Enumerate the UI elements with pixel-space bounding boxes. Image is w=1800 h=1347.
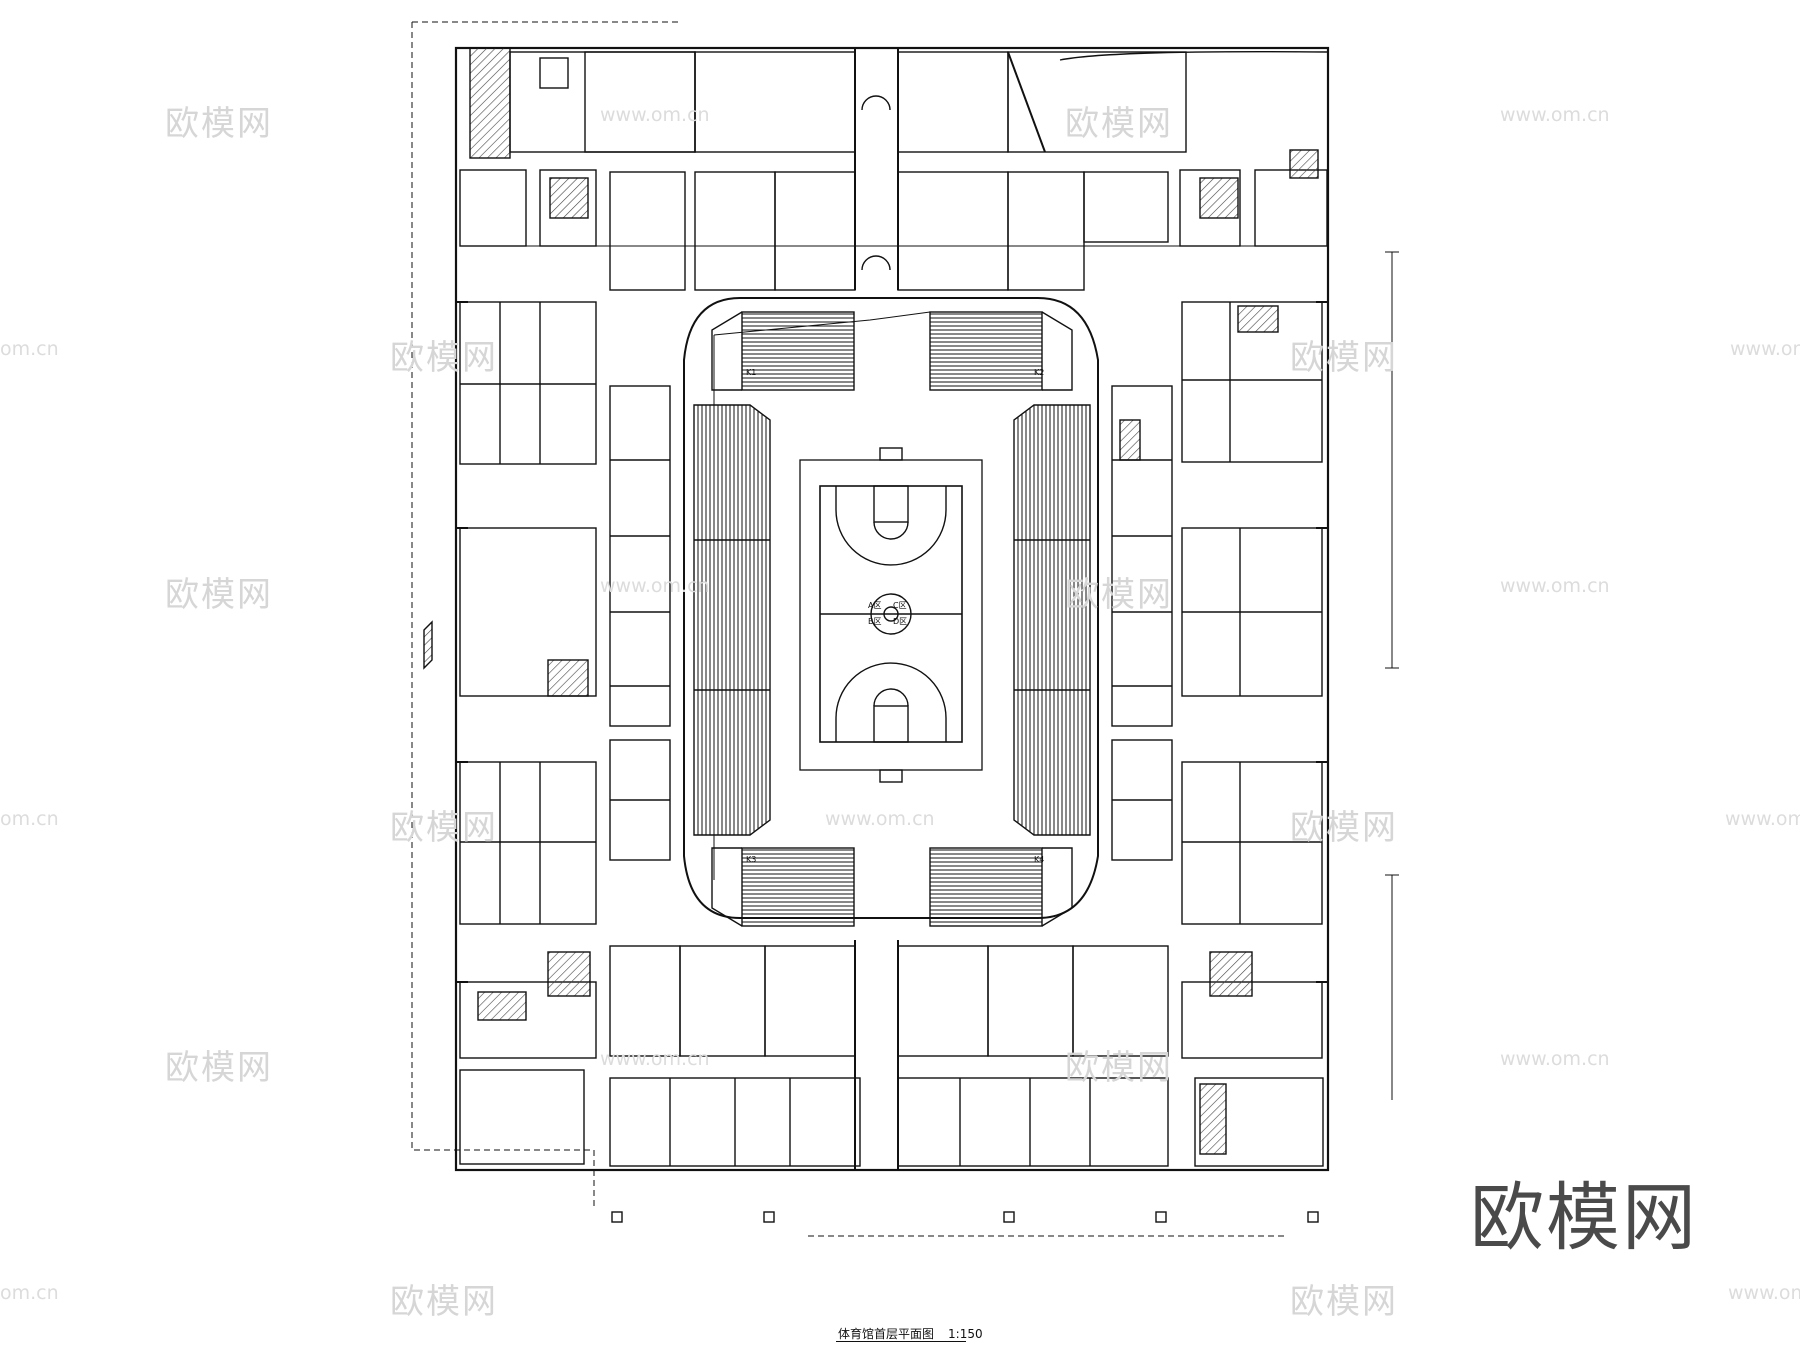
block-label-k2: K2	[1034, 368, 1044, 377]
watermark-brand: 欧模网	[1065, 1048, 1173, 1088]
watermark-brand: 欧模网	[165, 104, 273, 144]
caption-underline	[836, 1341, 966, 1342]
watermark-url: www.om.cn	[1500, 575, 1610, 597]
court-label-a: A区	[868, 601, 881, 610]
watermark-url: om.cn	[0, 1282, 59, 1304]
drawing-title: 体育馆首层平面图	[838, 1327, 935, 1341]
watermark-url: www.om.cn	[1725, 808, 1800, 830]
watermark-url: om.cn	[0, 338, 59, 360]
block-label-k3: K3	[746, 855, 756, 864]
watermark-url: www.om.cn	[600, 575, 710, 597]
watermark-url: www.om.cn	[600, 1048, 710, 1070]
watermark-url: om.cn	[0, 808, 59, 830]
watermark-url: www.om.cn	[1500, 104, 1610, 126]
watermark-brand: 欧模网	[1065, 575, 1173, 615]
watermark-brand: 欧模网	[390, 808, 498, 848]
watermark-url: www.om.cn	[1728, 1282, 1800, 1304]
watermark-brand: 欧模网	[1290, 338, 1398, 378]
block-label-k4: K4	[1034, 855, 1044, 864]
court-label-b: B区	[868, 617, 882, 626]
site-boundary-line	[411, 22, 595, 1210]
court-label-c: C区	[893, 601, 907, 610]
watermark-url: www.om.cn	[1500, 1048, 1610, 1070]
watermark-brand: 欧模网	[1290, 808, 1398, 848]
building-outline	[454, 46, 1330, 1172]
watermark-brand: 欧模网	[1290, 1282, 1398, 1322]
watermark-brand: 欧模网	[1065, 104, 1173, 144]
watermark-url: www.om.cn	[1730, 338, 1800, 360]
court-label-d: D区	[893, 617, 907, 626]
block-label-k1: K1	[746, 368, 756, 377]
drawing-scale: 1:150	[948, 1327, 983, 1341]
watermark-url: www.om.cn	[600, 104, 710, 126]
watermark-url: www.om.cn	[825, 808, 935, 830]
court-floor-area	[799, 459, 983, 771]
watermark-brand: 欧模网	[165, 1048, 273, 1088]
brand-logo-text: 欧模网	[1470, 1175, 1698, 1261]
watermark-brand: 欧模网	[390, 1282, 498, 1322]
watermark-brand: 欧模网	[165, 575, 273, 615]
dimension-line-right	[1385, 251, 1399, 669]
drawing-caption: 体育馆首层平面图 1:150	[838, 1325, 983, 1342]
watermark-brand: 欧模网	[390, 338, 498, 378]
